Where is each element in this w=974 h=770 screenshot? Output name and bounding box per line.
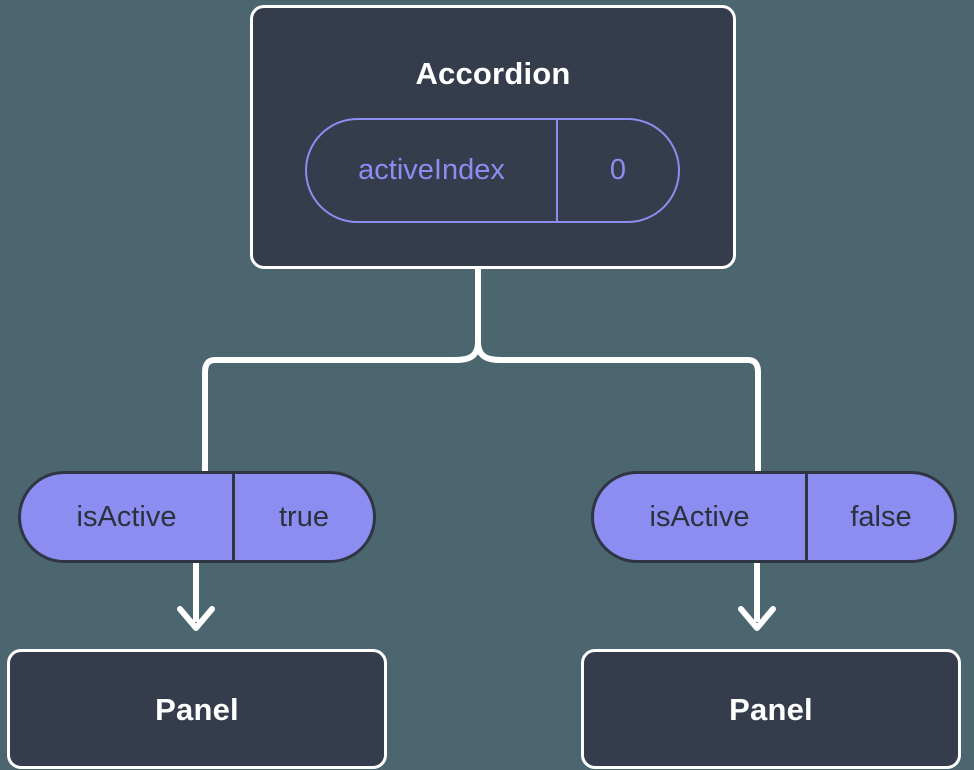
node-panel-left[interactable]: Panel: [7, 649, 387, 769]
prop-pill-left-divider: [232, 474, 235, 560]
arrow-left-head: [177, 606, 215, 631]
node-panel-right-label: Panel: [729, 691, 813, 727]
state-pill-activeindex[interactable]: activeIndex 0: [305, 118, 680, 223]
prop-pill-isactive-false[interactable]: isActive false: [591, 471, 957, 563]
prop-pill-isactive-true[interactable]: isActive true: [18, 471, 376, 563]
node-panel-left-label: Panel: [155, 691, 239, 727]
state-pill-value: 0: [609, 154, 627, 186]
arrow-right-head: [738, 606, 776, 631]
node-panel-right[interactable]: Panel: [581, 649, 961, 769]
prop-pill-right-key: isActive: [649, 500, 750, 533]
prop-pill-right-value: false: [850, 500, 912, 533]
fork-right-line: [475, 341, 761, 471]
state-pill-divider: [556, 120, 558, 221]
prop-pill-left-value: true: [279, 500, 329, 533]
fork-left-line: [202, 341, 481, 471]
prop-pill-left-key: isActive: [76, 500, 177, 533]
node-accordion-label: Accordion: [415, 56, 571, 91]
state-pill-key: activeIndex: [358, 154, 505, 186]
prop-pill-right-divider: [805, 474, 808, 560]
